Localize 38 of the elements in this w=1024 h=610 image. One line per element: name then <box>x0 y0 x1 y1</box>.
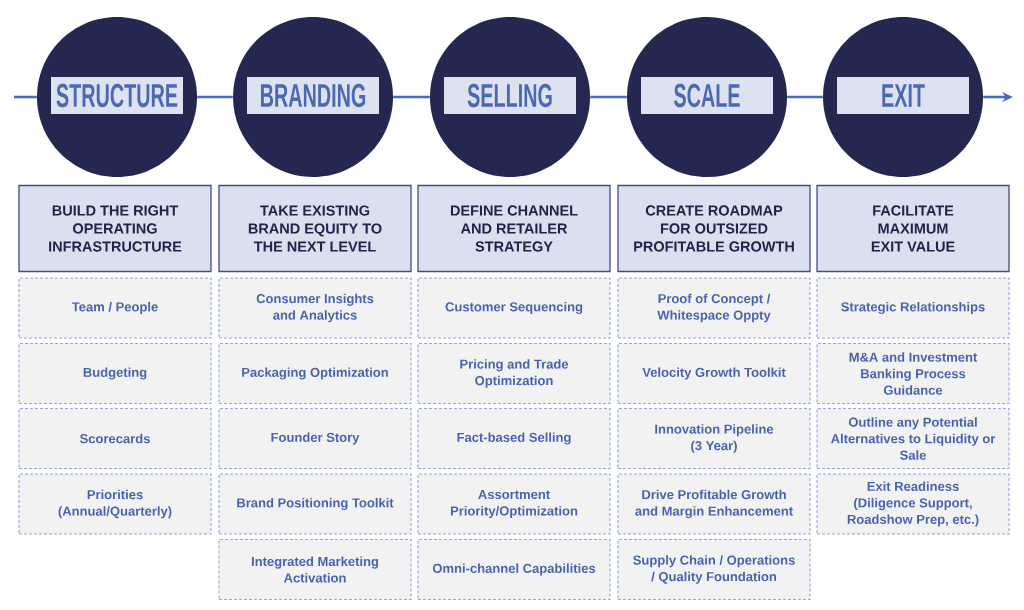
task-box: Packaging Optimization <box>218 342 412 405</box>
stage-label: SELLING <box>444 77 576 114</box>
stage-label: SCALE <box>641 77 773 114</box>
stage-label: STRUCTURE <box>51 77 183 114</box>
task-box: Scorecards <box>18 407 212 470</box>
task-box: Omni-channel Capabilities <box>417 538 611 601</box>
header-box: TAKE EXISTING BRAND EQUITY TO THE NEXT LEVEL <box>218 184 412 273</box>
connector-line <box>14 95 37 99</box>
task-box: Drive Profitable Growth and Margin Enhancement <box>617 473 811 535</box>
stage-label: EXIT <box>837 77 969 114</box>
task-box: Velocity Growth Toolkit <box>617 342 811 405</box>
task-box: Founder Story <box>218 407 412 470</box>
task-box: Budgeting <box>18 342 212 405</box>
connector-line <box>787 95 823 99</box>
task-box: Customer Sequencing <box>417 277 611 339</box>
task-box: Proof of Concept / Whitespace Oppty <box>617 277 811 339</box>
header-box: CREATE ROADMAP FOR OUTSIZED PROFITABLE GROWTH <box>617 184 811 273</box>
task-box: Innovation Pipeline (3 Year) <box>617 407 811 470</box>
header-box: DEFINE CHANNEL AND RETAILER STRATEGY <box>417 184 611 273</box>
task-box: Strategic Relationships <box>816 277 1010 339</box>
task-box: Integrated Marketing Activation <box>218 538 412 601</box>
task-box: Priorities (Annual/Quarterly) <box>18 473 212 535</box>
task-box: Brand Positioning Toolkit <box>218 473 412 535</box>
header-box: BUILD THE RIGHT OPERATING INFRASTRUCTURE <box>18 184 212 273</box>
task-box: Fact-based Selling <box>417 407 611 470</box>
task-box: Assortment Priority/Optimization <box>417 473 611 535</box>
task-box: Consumer Insights and Analytics <box>218 277 412 339</box>
stage-label: BRANDING <box>247 77 379 114</box>
header-box: FACILITATE MAXIMUM EXIT VALUE <box>816 184 1010 273</box>
task-box: Exit Readiness (Diligence Support, Roadshow Prep, etc.) <box>816 473 1010 535</box>
task-box: Pricing and Trade Optimization <box>417 342 611 405</box>
task-box: M&A and Investment Banking Process Guidance <box>816 342 1010 405</box>
connector-line <box>197 95 233 99</box>
connector-line <box>590 95 627 99</box>
task-box: Team / People <box>18 277 212 339</box>
connector-line <box>393 95 430 99</box>
task-box: Outline any Potential Alternatives to Liquidity or Sale <box>816 407 1010 470</box>
task-box: Supply Chain / Operations / Quality Foundation <box>617 538 811 601</box>
